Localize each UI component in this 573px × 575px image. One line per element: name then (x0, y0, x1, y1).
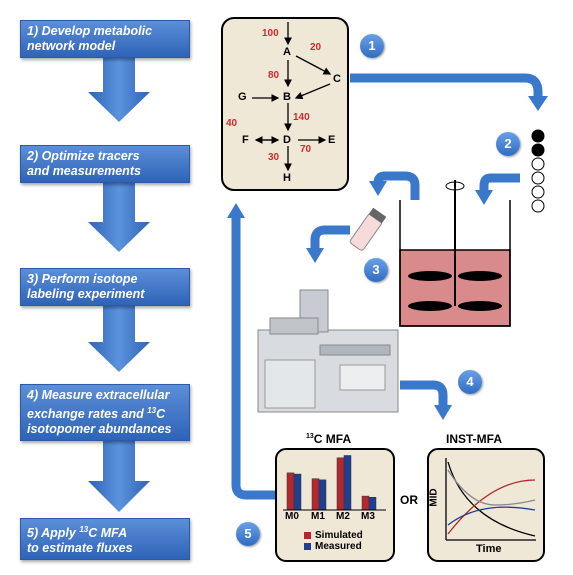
bioreactor (399, 180, 511, 327)
step-2-box: 2) Optimize tracers and measurements (20, 145, 190, 183)
sample-vial-icon (349, 207, 387, 251)
step-4-line2: exchange rates and 13C (27, 403, 183, 422)
step-number-2: 2 (496, 132, 520, 156)
step-arrow-4 (88, 440, 150, 512)
flux-label-30: 30 (268, 152, 280, 163)
step-2-line1: 2) Optimize tracers (27, 149, 140, 163)
step-4-box: 4) Measure extracellular exchange rates … (20, 384, 190, 442)
node-B: B (283, 91, 291, 103)
step-5-box: 5) Apply 13C MFA to estimate fluxes (20, 518, 190, 561)
node-E: E (328, 134, 336, 146)
step-arrow-2 (88, 183, 150, 252)
bar-measured-M3 (368, 496, 377, 511)
legend-simulated-swatch (304, 532, 311, 539)
bar-simulated-M2 (336, 457, 345, 511)
step-4-line2a: exchange rates and (27, 407, 148, 422)
step-5-sup: 13 (79, 525, 89, 534)
node-G: G (238, 91, 247, 103)
inst-mfa-title: INST-MFA (446, 432, 502, 446)
bar-simulated-M1 (311, 478, 320, 511)
step-4-line2b: C (156, 407, 166, 422)
bar-measured-M1 (318, 479, 327, 511)
inst-mfa-xlabel: Time (476, 543, 502, 555)
step-5-line1: 5) Apply 13C MFA (27, 522, 183, 541)
bar-measured-M2 (343, 455, 352, 511)
bar-simulated-M3 (361, 495, 370, 511)
network-edges (252, 22, 332, 172)
arrow-tracers-to-reactor (479, 173, 520, 192)
mfa13c-title-rest: C MFA (313, 432, 352, 446)
step-arrow-1 (88, 58, 150, 122)
step-4-line1: 4) Measure extracellular (27, 388, 170, 402)
arrow-network-to-tracers (350, 73, 543, 98)
step-number-4: 4 (458, 370, 482, 394)
arrow-gcms-to-inst (400, 380, 448, 407)
inst-mfa-ylabel: MID (428, 488, 440, 507)
step-5-line2: to estimate fluxes (27, 541, 133, 556)
arrow-feedback (231, 215, 275, 500)
step-5-prefix-b: C MFA (88, 526, 128, 541)
step-5-prefix-a: 5) Apply (27, 526, 80, 541)
node-A: A (283, 46, 291, 58)
step-number-5: 5 (236, 522, 260, 546)
step-arrows (88, 58, 150, 512)
tracer-circles (531, 129, 545, 213)
node-H: H (283, 172, 291, 184)
mfa13c-title-sup: 13 (306, 433, 314, 440)
mfa13c-tick-M0: M0 (285, 511, 299, 522)
node-F: F (242, 134, 249, 146)
flux-label-100: 100 (262, 28, 279, 39)
flux-label-20: 20 (310, 42, 322, 53)
mfa13c-tick-M3: M3 (361, 511, 375, 522)
mfa13c-tick-M2: M2 (336, 511, 350, 522)
gc-ms-instrument-icon (257, 289, 399, 413)
arrow-vial-to-gcms (310, 225, 350, 250)
step-2-line2: and measurements (27, 164, 141, 178)
connector-arrow-heads (227, 96, 548, 420)
mfa13c-bars (283, 455, 386, 511)
legend-measured-swatch (304, 543, 311, 550)
arrow-reactor-to-vial (373, 171, 420, 200)
flux-label-140: 140 (293, 112, 310, 123)
step-3-box: 3) Perform isotope labeling experiment (20, 268, 190, 306)
network-box (221, 17, 349, 191)
step-1-line2: network model (27, 39, 116, 53)
legend-measured-label: Measured (315, 541, 362, 552)
node-D: D (283, 134, 291, 146)
step-4-line3: isotopomer abundances (27, 422, 172, 437)
legend-simulated-label: Simulated (315, 530, 363, 541)
inst-mfa-plot (445, 458, 536, 541)
bar-simulated-M0 (286, 472, 295, 511)
step-1-box: 1) Develop metabolic network model (20, 20, 190, 58)
flux-label-40: 40 (226, 118, 238, 129)
step-1-line1: 1) Develop metabolic (27, 24, 153, 38)
flux-label-70: 70 (300, 144, 312, 155)
step-3-line2: labeling experiment (27, 287, 145, 301)
step-arrow-3 (88, 306, 150, 372)
connector-arrows (231, 73, 543, 500)
inst-mfa-box (427, 448, 545, 562)
mfa13c-title: 13C MFA (306, 432, 351, 446)
step-number-3: 3 (364, 258, 388, 282)
step-number-1: 1 (360, 34, 384, 58)
node-C: C (333, 73, 341, 85)
step-3-line1: 3) Perform isotope (27, 272, 138, 286)
or-label: OR (400, 493, 418, 507)
flux-label-80: 80 (268, 70, 280, 81)
mfa13c-tick-M1: M1 (311, 511, 325, 522)
bar-measured-M0 (293, 473, 302, 511)
step-4-sup: 13 (147, 406, 157, 415)
